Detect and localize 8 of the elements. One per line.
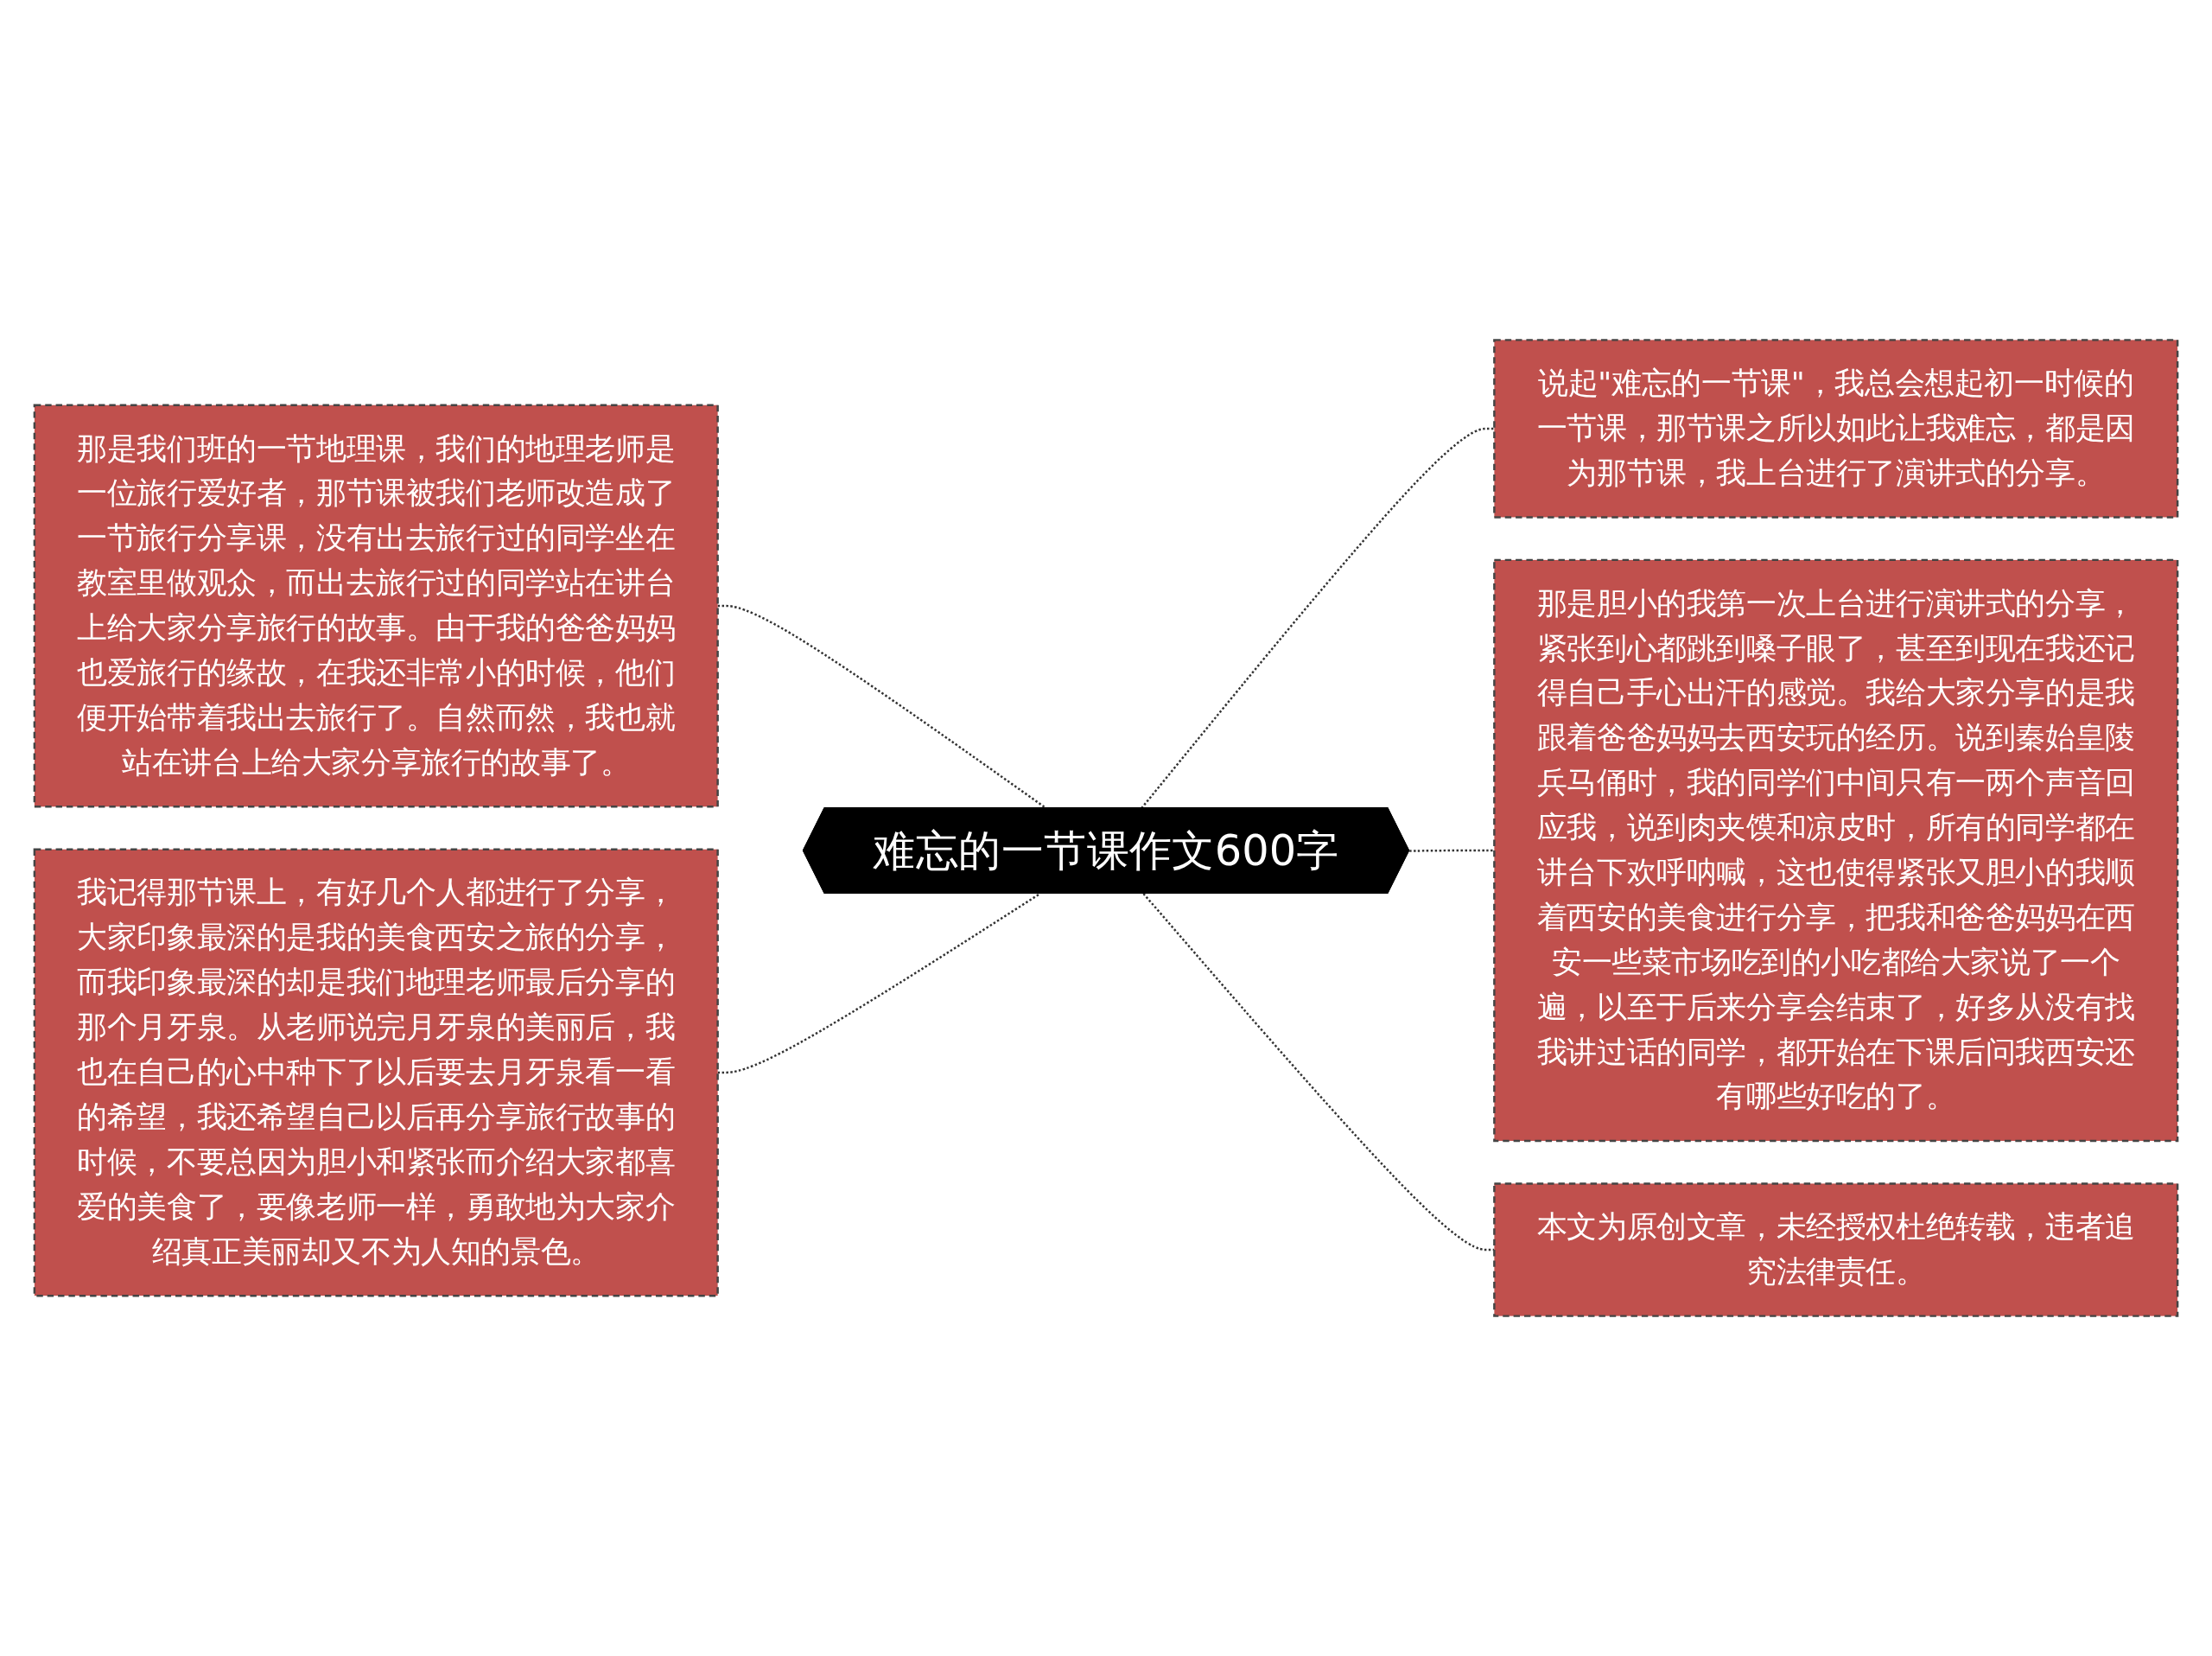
node-box: 说起"难忘的一节课"，我总会想起初一时候的一节课，那节课之所以如此让我难忘，都是因为那节课，我上台进行了演讲式的分享。 [1493,339,2179,519]
connector [717,892,1041,1074]
node-box: 那是我们班的一节地理课，我们的地理老师是一位旅行爱好者，那节课被我们老师改造成了一节旅行分享课，没有出去旅行过的同学坐在教室里做观众，而出去旅行过的同学站在讲台上给大家分享旅行的故事。由于我的爸爸妈妈也爱旅行的缘故，在我还非常小的时候，他们便开始带着我出去旅行了。自然而然，我也就站在讲台上给大家分享旅行的故事了。 [33,404,719,808]
node-box: 那是胆小的我第一次上台进行演讲式的分享，紧张到心都跳到嗓子眼了，甚至到现在我还记得自己手心出汗的感觉。我给大家分享的是我跟着爸爸妈妈去西安玩的经历。说到秦始皇陵兵马俑时，我的同学们中间只有一两个声音回应我，说到肉夹馍和凉皮时，所有的同学都在讲台下欢呼呐喊，这也使得紧张又胆小的我顺着西安的美食进行分享，把我和爸爸妈妈在西安一些菜市场吃到的小吃都给大家说了一个遍，以至于后来分享会结束了，好多从没有找我讲过话的同学，都开始在下课后问我西安还有哪些好吃的了。 [1493,558,2179,1143]
connector [1141,427,1495,809]
node-box: 我记得那节课上，有好几个人都进行了分享，大家印象最深的是我的美食西安之旅的分享，而我印象最深的却是我们地理老师最后分享的那个月牙泉。从老师说完月牙泉的美丽后，我也在自己的心中种下了以后要去月牙泉看一看的希望，我还希望自己以后再分享旅行故事的时候，不要总因为胆小和紧张而介绍大家都喜爱的美食了，要像老师一样，勇敢地为大家介绍真正美丽却又不为人知的景色。 [33,848,719,1297]
node-box: 本文为原创文章，未经授权杜绝转载，违者追究法律责任。 [1493,1182,2179,1317]
connector [1409,849,1495,852]
